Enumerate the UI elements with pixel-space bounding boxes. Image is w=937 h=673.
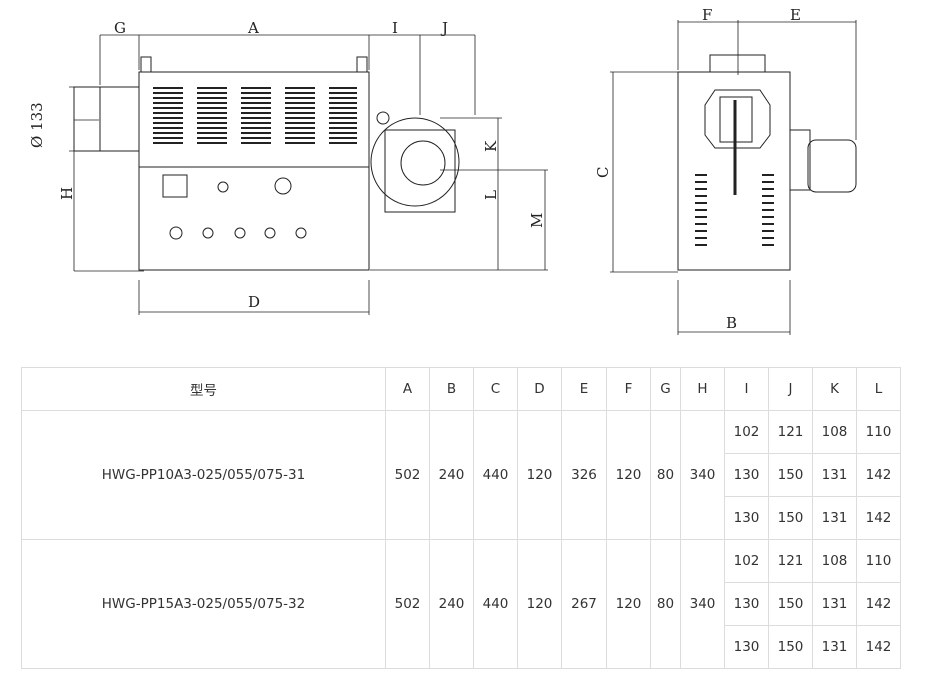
column-header: D (517, 367, 562, 411)
dimension-cell: 121 (768, 539, 813, 583)
dimension-cell: 80 (650, 410, 681, 540)
column-header: F (606, 367, 651, 411)
column-header: B (429, 367, 474, 411)
dimension-cell: 121 (768, 410, 813, 454)
dimension-cell: 142 (856, 453, 901, 497)
dimension-cell: 102 (724, 410, 769, 454)
dimension-cell: 142 (856, 496, 901, 540)
dimension-cell: 340 (680, 410, 725, 540)
label-j: J (440, 19, 448, 37)
label-k: K (482, 140, 500, 152)
column-header: L (856, 367, 901, 411)
dimension-cell: 150 (768, 496, 813, 540)
dimension-cell: 240 (429, 410, 474, 540)
dimension-cell: 240 (429, 539, 474, 669)
dimension-cell: 120 (606, 410, 651, 540)
dimension-cell: 108 (812, 410, 857, 454)
dimension-cell: 110 (856, 410, 901, 454)
model-cell: HWG-PP10A3-025/055/075-31 (21, 410, 386, 540)
dimension-cell: 142 (856, 625, 901, 669)
dimension-cell: 131 (812, 625, 857, 669)
dimension-cell: 130 (724, 625, 769, 669)
dimension-cell: 131 (812, 453, 857, 497)
dimension-cell: 80 (650, 539, 681, 669)
dimension-cell: 150 (768, 582, 813, 626)
column-header: E (561, 367, 607, 411)
dimension-cell: 110 (856, 539, 901, 583)
label-c: C (594, 167, 612, 178)
label-m: M (528, 213, 546, 228)
dimension-cell: 131 (812, 496, 857, 540)
label-e: E (790, 6, 801, 24)
dimension-cell: 502 (385, 539, 430, 669)
column-header: G (650, 367, 681, 411)
dimension-cell: 120 (606, 539, 651, 669)
dimension-cell: 108 (812, 539, 857, 583)
label-d: D (248, 293, 260, 311)
column-header: A (385, 367, 430, 411)
label-f: F (702, 6, 712, 24)
column-header: 型号 (21, 367, 386, 411)
dimension-cell: 326 (561, 410, 607, 540)
front-view (69, 34, 548, 315)
dimension-cell: 142 (856, 582, 901, 626)
dimension-cell: 120 (517, 410, 562, 540)
column-header: H (680, 367, 725, 411)
dimension-cell: 267 (561, 539, 607, 669)
dimension-cell: 150 (768, 625, 813, 669)
dimension-cell: 340 (680, 539, 725, 669)
column-header: K (812, 367, 857, 411)
label-diameter: Ø 133 (28, 102, 46, 148)
dimension-cell: 130 (724, 582, 769, 626)
dimension-cell: 102 (724, 539, 769, 583)
dimension-cell: 440 (473, 410, 518, 540)
dimension-cell: 130 (724, 453, 769, 497)
column-header: C (473, 367, 518, 411)
dimension-cell: 131 (812, 582, 857, 626)
label-g: G (114, 19, 126, 37)
dimension-cell: 502 (385, 410, 430, 540)
label-b: B (726, 314, 737, 332)
dimension-cell: 120 (517, 539, 562, 669)
dimension-cell: 150 (768, 453, 813, 497)
dimension-cell: 130 (724, 496, 769, 540)
label-l: L (482, 190, 500, 200)
label-i: I (392, 19, 398, 37)
column-header: I (724, 367, 769, 411)
label-a: A (247, 19, 259, 37)
model-cell: HWG-PP15A3-025/055/075-32 (21, 539, 386, 669)
label-h: H (58, 187, 76, 200)
side-view (610, 20, 857, 335)
dimension-cell: 440 (473, 539, 518, 669)
dimension-drawing: G A I J F E D B H C K L M Ø 133 (28, 6, 857, 335)
column-header: J (768, 367, 813, 411)
